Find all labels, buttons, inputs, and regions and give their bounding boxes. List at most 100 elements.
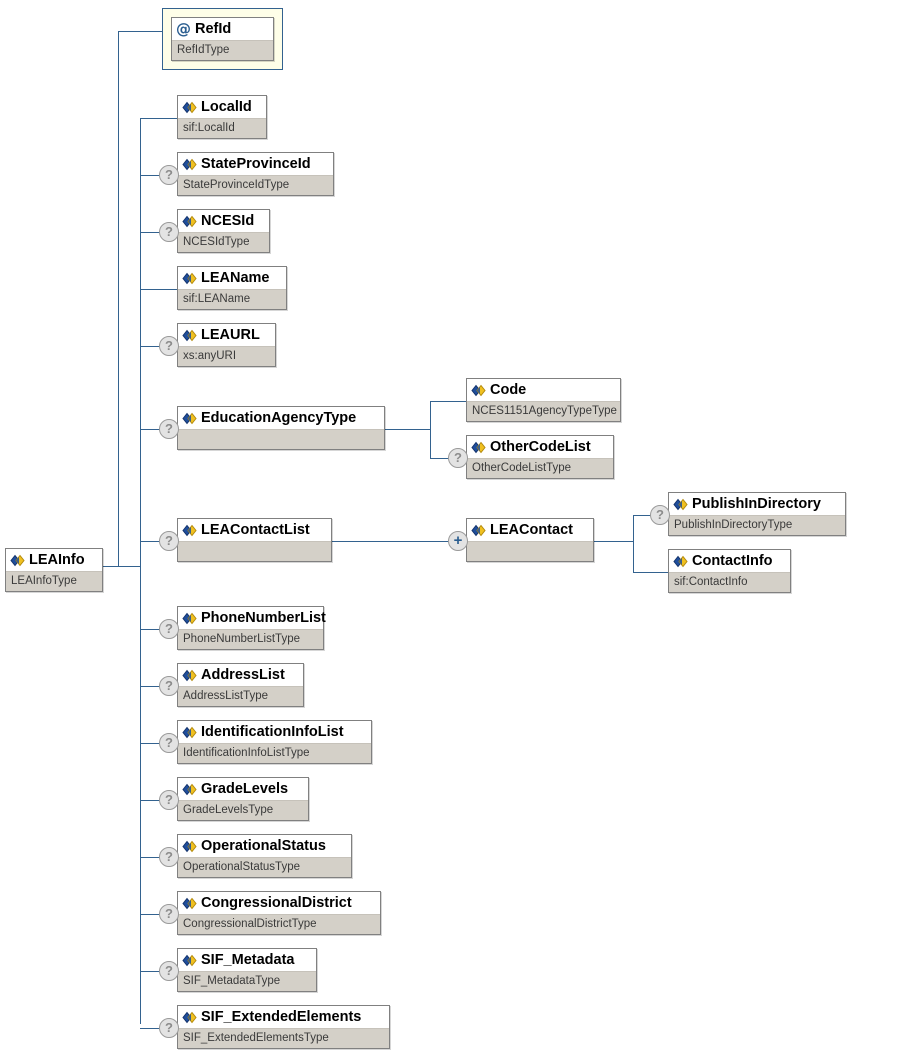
connector-lc-out xyxy=(594,541,633,542)
node-name-row: Code xyxy=(467,379,620,401)
optional-badge-othercodelist[interactable]: ? xyxy=(448,448,468,468)
node-name-row: GradeLevels xyxy=(178,778,308,800)
node-name-row: CongressionalDistrict xyxy=(178,892,380,914)
optional-badge-sif_metadata[interactable]: ? xyxy=(159,961,179,981)
element-icon xyxy=(673,498,688,511)
schema-node-educationagencytype[interactable]: EducationAgencyType xyxy=(177,406,385,450)
node-type-row: sif:LocalId xyxy=(178,118,266,138)
optional-badge-leacontactlist[interactable]: ? xyxy=(159,531,179,551)
schema-node-localid[interactable]: LocalId sif:LocalId xyxy=(177,95,267,139)
node-name-row: OtherCodeList xyxy=(467,436,613,458)
optional-badge-ncesid[interactable]: ? xyxy=(159,222,179,242)
element-icon xyxy=(673,555,688,568)
node-label: AddressList xyxy=(201,667,285,683)
node-label: SIF_Metadata xyxy=(201,952,295,968)
optional-badge-identificationinfolist[interactable]: ? xyxy=(159,733,179,753)
schema-node-leacontactlist[interactable]: LEAContactList xyxy=(177,518,332,562)
optional-badge-phonenumberlist[interactable]: ? xyxy=(159,619,179,639)
node-type-row: OperationalStatusType xyxy=(178,857,351,877)
node-label: ContactInfo xyxy=(692,553,773,569)
node-name-row: NCESId xyxy=(178,210,269,232)
node-type-row: GradeLevelsType xyxy=(178,800,308,820)
element-icon xyxy=(182,412,197,425)
connector-branch-congressional xyxy=(140,914,167,915)
node-name-row: @RefId xyxy=(172,18,273,40)
element-icon xyxy=(182,101,197,114)
optional-badge-addresslist[interactable]: ? xyxy=(159,676,179,696)
schema-node-leaurl[interactable]: LEAURL xs:anyURI xyxy=(177,323,276,367)
node-label: LocalId xyxy=(201,99,252,115)
node-label: LEAURL xyxy=(201,327,260,343)
connector-branch-educationagency xyxy=(140,429,167,430)
node-type-row: PublishInDirectoryType xyxy=(669,515,845,535)
element-icon xyxy=(471,524,486,537)
element-icon xyxy=(182,158,197,171)
node-label: Code xyxy=(490,382,527,398)
node-name-row: LEAContactList xyxy=(178,519,331,541)
node-name-row: IdentificationInfoList xyxy=(178,721,371,743)
node-name-row: EducationAgencyType xyxy=(178,407,384,429)
optional-badge-publishindirectory[interactable]: ? xyxy=(650,505,670,525)
element-icon xyxy=(471,441,486,454)
node-label: StateProvinceId xyxy=(201,156,311,172)
node-type-row: sif:ContactInfo xyxy=(669,572,790,592)
node-label: NCESId xyxy=(201,213,255,229)
connector-branch-sifextended xyxy=(140,1028,167,1029)
connector-lc-trunk xyxy=(633,515,634,572)
element-icon xyxy=(182,783,197,796)
node-label: PhoneNumberList xyxy=(201,610,326,626)
optional-badge-operationalstatus[interactable]: ? xyxy=(159,847,179,867)
node-label: LEAContactList xyxy=(201,522,310,538)
element-icon xyxy=(182,726,197,739)
connector-branch-sifmetadata xyxy=(140,971,167,972)
schema-node-leacontact[interactable]: LEAContact xyxy=(466,518,594,562)
connector-branch-phonenumberlist xyxy=(140,629,167,630)
node-type-row: xs:anyURI xyxy=(178,346,275,366)
node-name-row: LEAContact xyxy=(467,519,593,541)
optional-badge-sif_extendedelements[interactable]: ? xyxy=(159,1018,179,1038)
connector-attribute-trunk xyxy=(118,31,119,567)
optional-badge-stateprovinceid[interactable]: ? xyxy=(159,165,179,185)
element-icon xyxy=(471,384,486,397)
node-type-row: PhoneNumberListType xyxy=(178,629,323,649)
node-name-row: LocalId xyxy=(178,96,266,118)
optional-badge-gradelevels[interactable]: ? xyxy=(159,790,179,810)
node-label: RefId xyxy=(195,21,232,37)
optional-badge-educationagencytype[interactable]: ? xyxy=(159,419,179,439)
optional-badge-leaurl[interactable]: ? xyxy=(159,336,179,356)
node-type-row: NCES1151AgencyTypeType xyxy=(467,401,620,421)
schema-node-contactinfo[interactable]: ContactInfo sif:ContactInfo xyxy=(668,549,791,593)
repeat-badge-leacontact[interactable]: + xyxy=(448,531,468,551)
element-icon xyxy=(182,954,197,967)
node-name-row: OperationalStatus xyxy=(178,835,351,857)
connector-leainfo-stub xyxy=(103,566,140,567)
connector-branch-operationalstatus xyxy=(140,857,167,858)
optional-badge-congressionaldistrict[interactable]: ? xyxy=(159,904,179,924)
node-type-row: StateProvinceIdType xyxy=(178,175,333,195)
node-type-row: AddressListType xyxy=(178,686,303,706)
connector-branch-localid xyxy=(140,118,177,119)
node-type-row xyxy=(178,429,384,449)
node-label: LEAContact xyxy=(490,522,573,538)
node-name-row: PublishInDirectory xyxy=(669,493,845,515)
node-name-row: AddressList xyxy=(178,664,303,686)
element-icon xyxy=(182,612,197,625)
